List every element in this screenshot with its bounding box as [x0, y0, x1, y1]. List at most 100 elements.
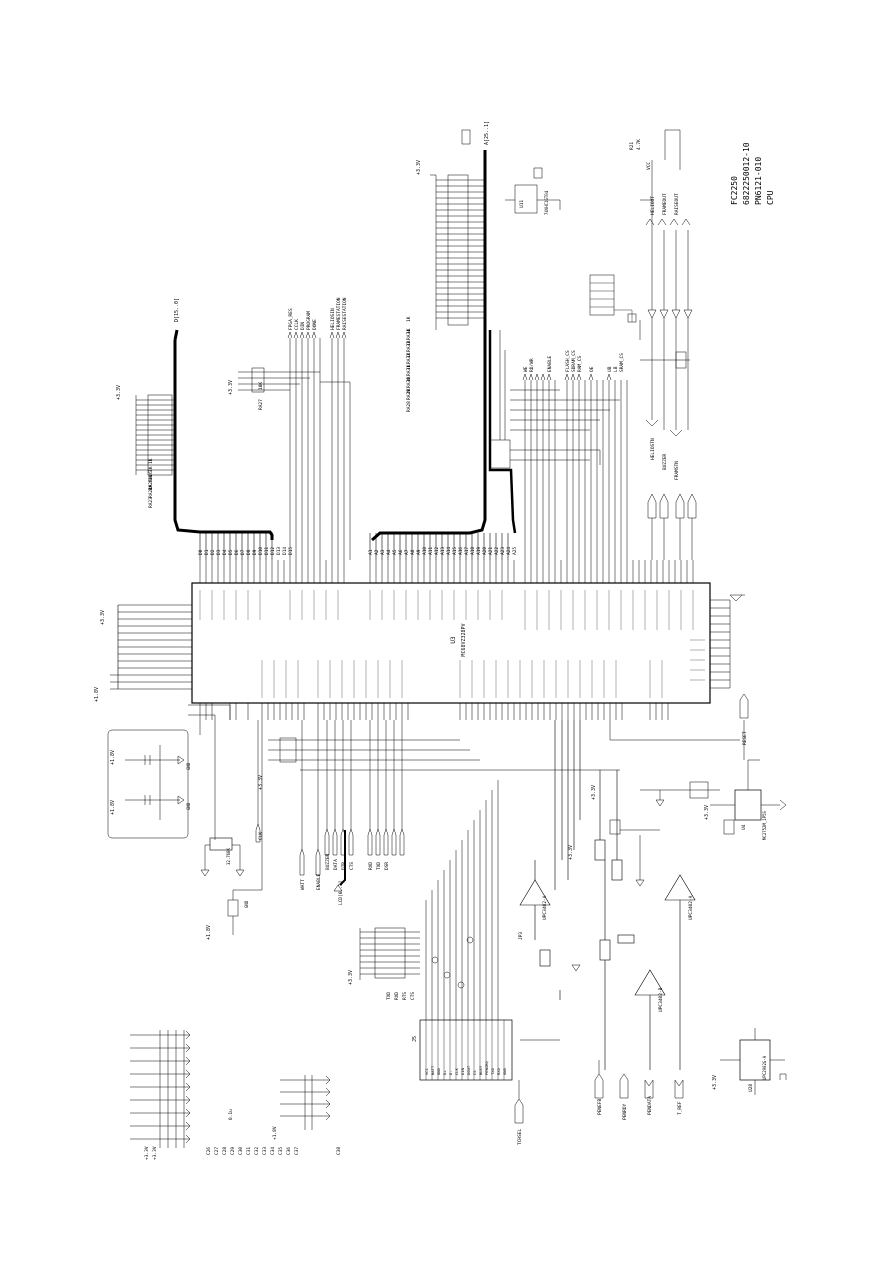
rail-3v3-caps-2: +3.3V — [152, 1146, 158, 1160]
xtal-value: 32.768K — [226, 848, 231, 865]
pin-a6: A6 — [398, 549, 404, 555]
title-part-number: PN6121-010 — [754, 157, 763, 205]
rail-3v3-u4: +3.3V — [704, 805, 710, 820]
address-pin-labels: A1 A2 A3 A4 A5 A6 A7 A8 A9 A10 A11 A12 A… — [368, 547, 518, 555]
net-oe: OE — [589, 366, 595, 372]
pin-a25: A25 — [512, 547, 518, 555]
pin-a18: A18 — [470, 547, 476, 555]
cap-c37: C37 — [294, 1147, 300, 1155]
net-cclk: CCLK — [294, 319, 300, 330]
pin-d8: D8 — [246, 549, 252, 555]
net-tchsel: TCHSEL — [517, 1128, 523, 1145]
net-sram-cs: SRAM_CS — [619, 353, 625, 372]
ra25-ref: RA25 — [148, 479, 154, 490]
pin-a21: A21 — [488, 547, 494, 555]
pin-d1: D1 — [204, 549, 210, 555]
net-done: DONE — [312, 319, 318, 330]
net-buzzer-bottom: BUZZER — [325, 853, 331, 870]
net-program: PROGRAM — [306, 311, 312, 330]
decoupling-caps: +3.3V +3.3V C26 C27 C28 C29 C30 C31 C32 … — [130, 1030, 342, 1160]
net-rd-wr: RD/WR — [529, 358, 535, 372]
ra33-val: 1K — [406, 328, 412, 334]
pin-a16: A16 — [458, 547, 464, 555]
ra31-val: 1K — [406, 352, 412, 358]
ra27-ref: RA27 — [258, 399, 264, 410]
net-clk: CLK — [258, 832, 264, 840]
pin-a13: A13 — [440, 547, 446, 555]
pin-d7: D7 — [240, 549, 246, 555]
cap-c27: C27 — [214, 1147, 220, 1155]
pin-a1: A1 — [368, 549, 374, 555]
pin-a17: A17 — [464, 547, 470, 555]
net-framestation: FRAMESTATION — [336, 297, 342, 330]
ra26-ref: RA26 — [148, 471, 154, 482]
rail-3v3-u28: +3.3V — [712, 1075, 718, 1090]
ra25-val: 1K — [148, 466, 154, 472]
u11-part: 74VHC1GT04 — [544, 190, 549, 215]
cap-c36: C36 — [286, 1147, 292, 1155]
rail-1v8-xtal: +1.8V — [206, 925, 212, 940]
j5-pin10: BUSY — [478, 1065, 483, 1075]
pin-a12: A12 — [434, 547, 440, 555]
title-model: FC2250 — [730, 176, 739, 205]
ra34-ref: RA34 — [406, 329, 412, 340]
ra34-val: 1K — [406, 316, 412, 322]
net-fpga-res: FPGA_RES — [288, 308, 294, 330]
pin-a8: A8 — [410, 549, 416, 555]
cap-c26: C26 — [206, 1147, 212, 1155]
ra31-ref: RA31 — [406, 365, 412, 376]
data-pin-labels: D0 D1 D2 D3 D4 D5 D6 D7 D8 D9 D10 D11 D1… — [198, 547, 294, 555]
pin-d10: D10 — [258, 547, 264, 555]
ra33-ref: RA33 — [406, 341, 412, 352]
ra27-val: 10K — [258, 382, 264, 390]
pin-a10: A10 — [422, 547, 428, 555]
net-din: DIN — [300, 322, 306, 330]
output-buffers: HELIOUT FRAMEOUT RAISEOUT FRAMSTN BUZZER… — [629, 129, 745, 602]
u4-ref: U4 — [741, 824, 747, 830]
cap-c38: C38 — [336, 1147, 342, 1155]
net-dsr: DSR — [384, 862, 390, 870]
rail-3v3-mid: +3.3V — [591, 785, 597, 800]
j5-pin12: TXD — [490, 1067, 495, 1075]
address-bus-label: A[25..1] — [484, 121, 490, 145]
rail-3v3-bottom: +3.3V — [258, 775, 264, 790]
j5-pin11: PENIRQ — [484, 1061, 489, 1075]
data-bus-label: D[15..0] — [174, 298, 180, 322]
rail-3v3-left: +3.3V — [100, 610, 106, 625]
pin-a24: A24 — [506, 547, 512, 555]
rail-3v3-j5: +3.3V — [348, 970, 354, 985]
ra26-val: 1K — [148, 458, 154, 464]
net-cts: CTS — [349, 862, 355, 870]
pin-d0: D0 — [198, 549, 204, 555]
comp-b-part: UPC3402-B — [658, 987, 664, 1012]
net-we: WE — [523, 366, 529, 372]
rail-3v3-addr: +3.3V — [416, 160, 422, 175]
cpu-part: MC68VZ328PV — [461, 623, 467, 656]
j5-ref: J5 — [412, 1036, 418, 1042]
cap-c30: C30 — [238, 1147, 244, 1155]
net-ub: UB — [607, 366, 613, 372]
comp-c-part: UPC3402-A — [688, 895, 694, 920]
rail-gnd-xtal: GND — [244, 900, 249, 908]
rail-3v3-mid2: +3.3V — [568, 845, 574, 860]
uart-rxd: RXD — [394, 992, 400, 1000]
cap-c34: C34 — [270, 1147, 276, 1155]
cap-c32: C32 — [254, 1147, 260, 1155]
uart-txd: TXD — [386, 992, 392, 1000]
pin-a20: A20 — [482, 547, 488, 555]
uart-rts: RTS — [402, 992, 408, 1000]
u4-part: MC2752M_1P5S — [762, 811, 767, 840]
net-penefb: PENEFB — [597, 1098, 603, 1115]
ra30-ref: RA30 — [406, 377, 412, 388]
cap-c31: C31 — [246, 1147, 252, 1155]
rail-3v3-top: +3.3V — [116, 385, 122, 400]
title-block: FC2250 6822250012-10 PN6121-010 CPU — [730, 142, 775, 205]
net-enable-top: ENABLE — [547, 355, 553, 372]
pin-a11: A11 — [428, 547, 434, 555]
net-data: DATA — [333, 859, 339, 870]
pin-d11: D11 — [264, 547, 270, 555]
title-doc-number: 6822250012-10 — [742, 142, 751, 205]
cap-c35: C35 — [278, 1147, 284, 1155]
